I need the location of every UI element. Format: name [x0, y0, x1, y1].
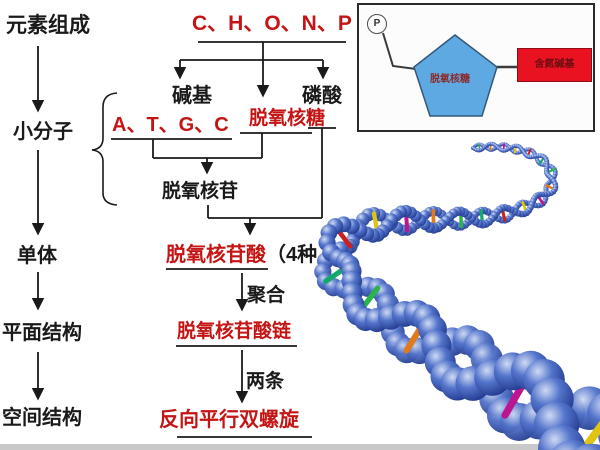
label-deoxyribose: 脱氧核糖	[249, 108, 326, 129]
label-antiparallel-double-helix: 反向平行双螺旋	[159, 409, 299, 431]
label-deoxynucleoside: 脱氧核苷	[162, 181, 239, 202]
label-phosphate: 磷酸	[302, 85, 342, 107]
pentagon-label: 脱氧核糖	[430, 74, 470, 85]
label-spatial-structure: 空间结构	[2, 407, 82, 429]
label-bases-atgc: A、T、G、C	[112, 114, 229, 136]
label-two-strands: 两条	[246, 371, 285, 392]
dna-double-helix-illustration	[314, 141, 600, 450]
deoxyribose-pentagon-icon	[413, 34, 498, 117]
label-nucleotide-chain: 脱氧核苷酸链	[177, 321, 292, 342]
label-elements-composition: 元素组成	[6, 14, 90, 37]
inset-shapes	[382, 32, 517, 117]
phosphate-circle-icon: P	[367, 14, 387, 34]
nitrogenous-base-box-icon: 含氮碱基	[517, 48, 592, 82]
deoxynucleotide-red-part: 脱氧核苷酸	[166, 244, 266, 266]
label-monomer: 单体	[17, 245, 57, 267]
nitrogenous-base-label: 含氮碱基	[534, 59, 575, 70]
label-small-molecules: 小分子	[13, 121, 73, 143]
deoxynucleotide-count-suffix: （4种	[266, 244, 318, 266]
label-base: 碱基	[172, 85, 212, 107]
bottom-gray-strip	[0, 444, 600, 450]
label-planar-structure: 平面结构	[2, 322, 82, 344]
label-polymerize: 聚合	[247, 285, 286, 306]
label-deoxynucleotide: 脱氧核苷酸（4种	[166, 245, 317, 265]
label-element-formula: C、H、O、N、P	[192, 12, 352, 35]
